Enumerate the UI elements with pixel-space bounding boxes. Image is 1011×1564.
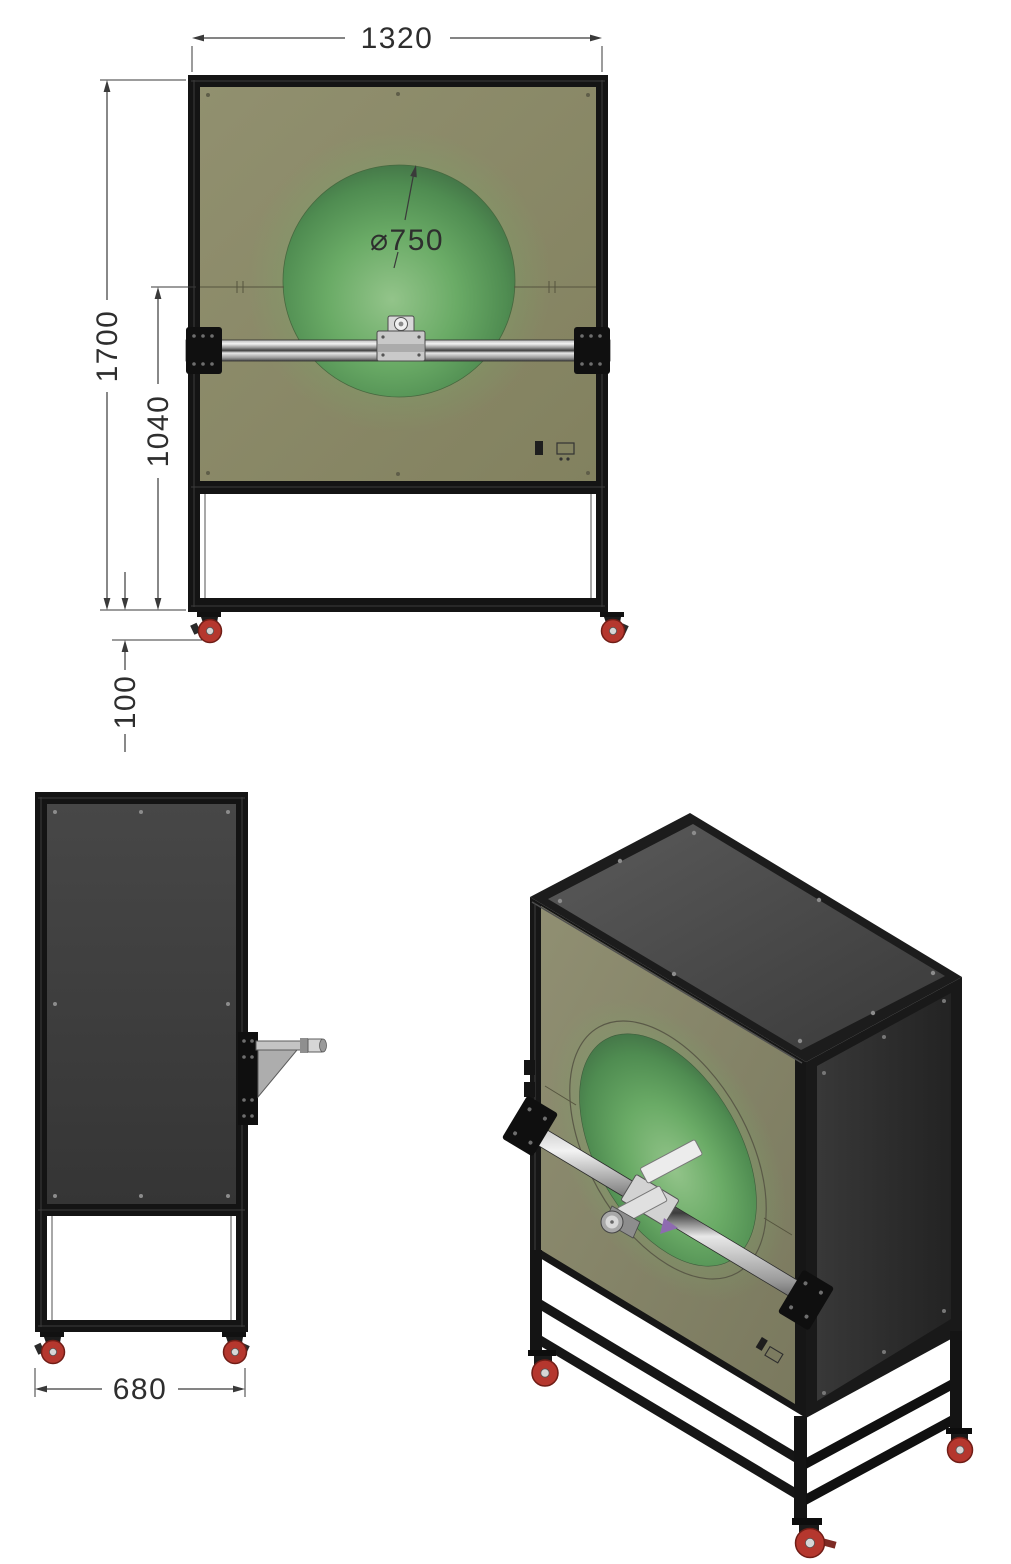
rail-bracket-right [574, 327, 610, 374]
dim-overall-depth-value: 680 [113, 1373, 168, 1406]
dim-overall-width: 1320 [191, 22, 603, 72]
caster-side-right [222, 1332, 250, 1365]
iso-leg-front-left [530, 1250, 542, 1350]
iso-caster-front-right [792, 1518, 837, 1559]
panel-connectors [535, 441, 575, 461]
iso-leg-back-right [950, 1331, 962, 1428]
rail-carriage [376, 315, 426, 362]
iso-stretcher-front-bottom [542, 1336, 794, 1498]
dim-beam-height: 1040 [142, 286, 196, 610]
iso-carriage [600, 1139, 703, 1239]
iso-leg-front-right [794, 1416, 807, 1518]
dim-beam-height-value: 1040 [142, 395, 175, 468]
iso-carriage-accent [660, 1218, 678, 1234]
iso-top-panel [548, 824, 945, 1050]
rail-bracket-left [186, 327, 222, 374]
dim-caster-height-value: 100 [109, 675, 142, 730]
caster-front-right [600, 612, 629, 644]
iso-caster-front-left [528, 1350, 559, 1387]
side-carriage-arm [238, 1032, 327, 1125]
dim-overall-height-value: 1700 [91, 310, 124, 383]
front-view [185, 75, 629, 644]
iso-rail-bracket-right [778, 1270, 834, 1330]
iso-caster-back-right [946, 1428, 974, 1464]
side-lower-opening [47, 1216, 236, 1320]
iso-side-panel [817, 993, 951, 1401]
side-view [34, 792, 327, 1365]
isometric-view [502, 813, 974, 1559]
dim-aperture-diameter: ⌀750 [370, 165, 444, 269]
caster-front-left [190, 612, 223, 644]
dim-overall-width-value: 1320 [361, 22, 434, 55]
front-lower-opening [200, 494, 596, 598]
iso-stretcher-right-mid [806, 1380, 950, 1469]
dim-caster-height: 100 [109, 572, 202, 752]
caster-side-left [34, 1332, 66, 1365]
dim-aperture-diameter-value: ⌀750 [370, 224, 444, 257]
iso-rail-bracket-left [502, 1096, 558, 1156]
dim-overall-height: 1700 [91, 79, 186, 611]
dim-overall-depth: 680 [34, 1368, 246, 1406]
iso-aperture-ring [569, 1020, 767, 1280]
iso-stretcher-front-mid [542, 1300, 794, 1462]
rail-bracket-side [238, 1032, 258, 1125]
aperture-circle [282, 164, 516, 398]
iso-panel-connectors [755, 1336, 784, 1364]
iso-stretcher-right-bottom [806, 1416, 950, 1505]
side-panel [47, 804, 236, 1204]
